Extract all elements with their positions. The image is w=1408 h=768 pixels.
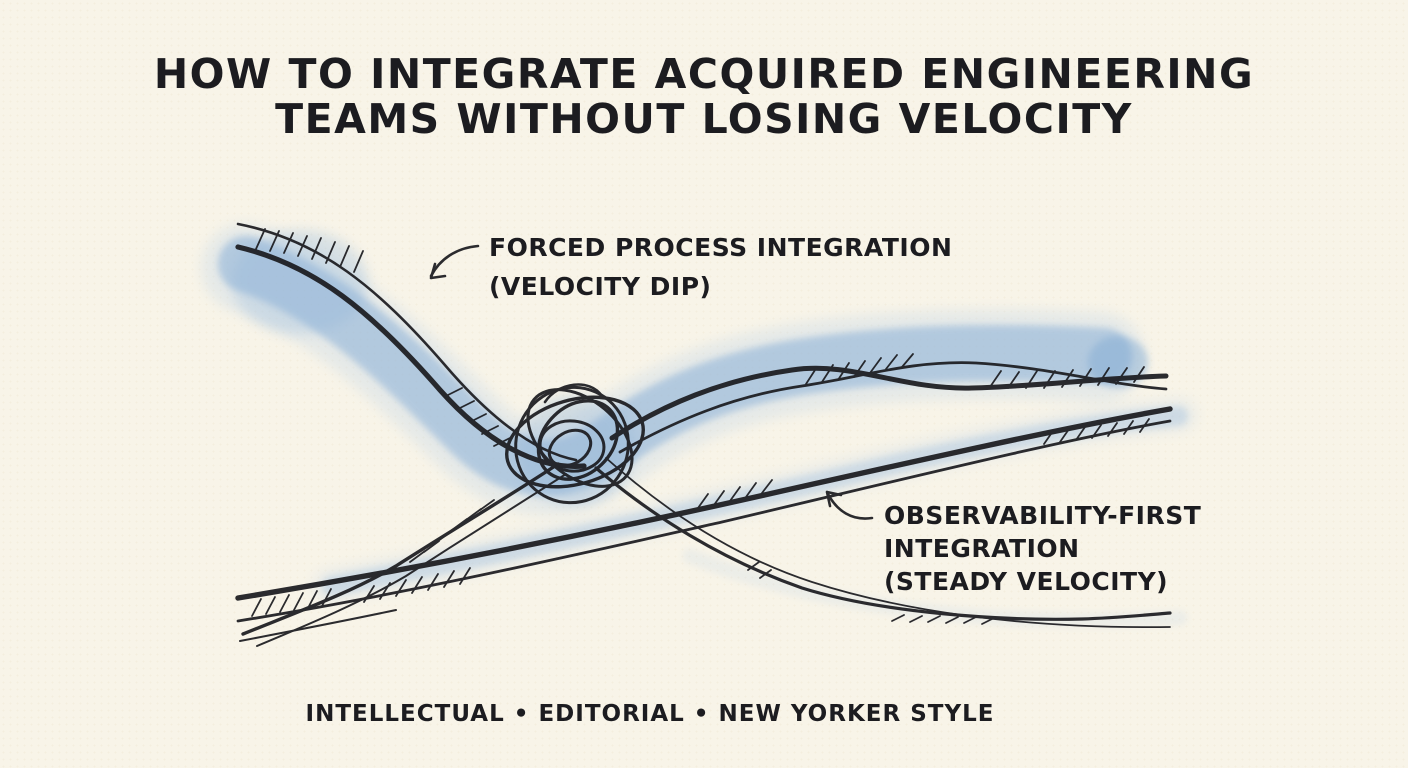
- tangle-knot: [505, 383, 645, 505]
- observability-curve: [235, 406, 1173, 642]
- observability-label-line-2: INTEGRATION: [884, 534, 1080, 563]
- page-title: HOW TO INTEGRATE ACQUIRED ENGINEERING TE…: [0, 52, 1408, 142]
- observability-label-arrow: [825, 490, 874, 520]
- tangle-inlet-strand: [241, 462, 567, 647]
- hatch-marks: [251, 228, 1150, 625]
- observability-label-line-3: (STEADY VELOCITY): [884, 567, 1169, 596]
- forced-curve-recovery: [609, 361, 1169, 454]
- forced-label-line-2: (VELOCITY DIP): [489, 272, 712, 301]
- observability-label-line-1: OBSERVABILITY-FIRST: [884, 501, 1202, 530]
- title-line-1: HOW TO INTEGRATE ACQUIRED ENGINEERING: [153, 50, 1255, 98]
- title-line-2: TEAMS WITHOUT LOSING VELOCITY: [275, 95, 1133, 143]
- dropout-tail-strand: [594, 457, 1172, 629]
- forced-label-line-1: FORCED PROCESS INTEGRATION: [489, 233, 953, 262]
- footer-caption: INTELLECTUAL • EDITORIAL • NEW YORKER ST…: [305, 701, 995, 727]
- forced-label-arrow: [429, 244, 480, 280]
- observability-curve-label: OBSERVABILITY-FIRST INTEGRATION (STEADY …: [884, 499, 1201, 598]
- forced-curve-label: FORCED PROCESS INTEGRATION (VELOCITY DIP…: [489, 228, 952, 306]
